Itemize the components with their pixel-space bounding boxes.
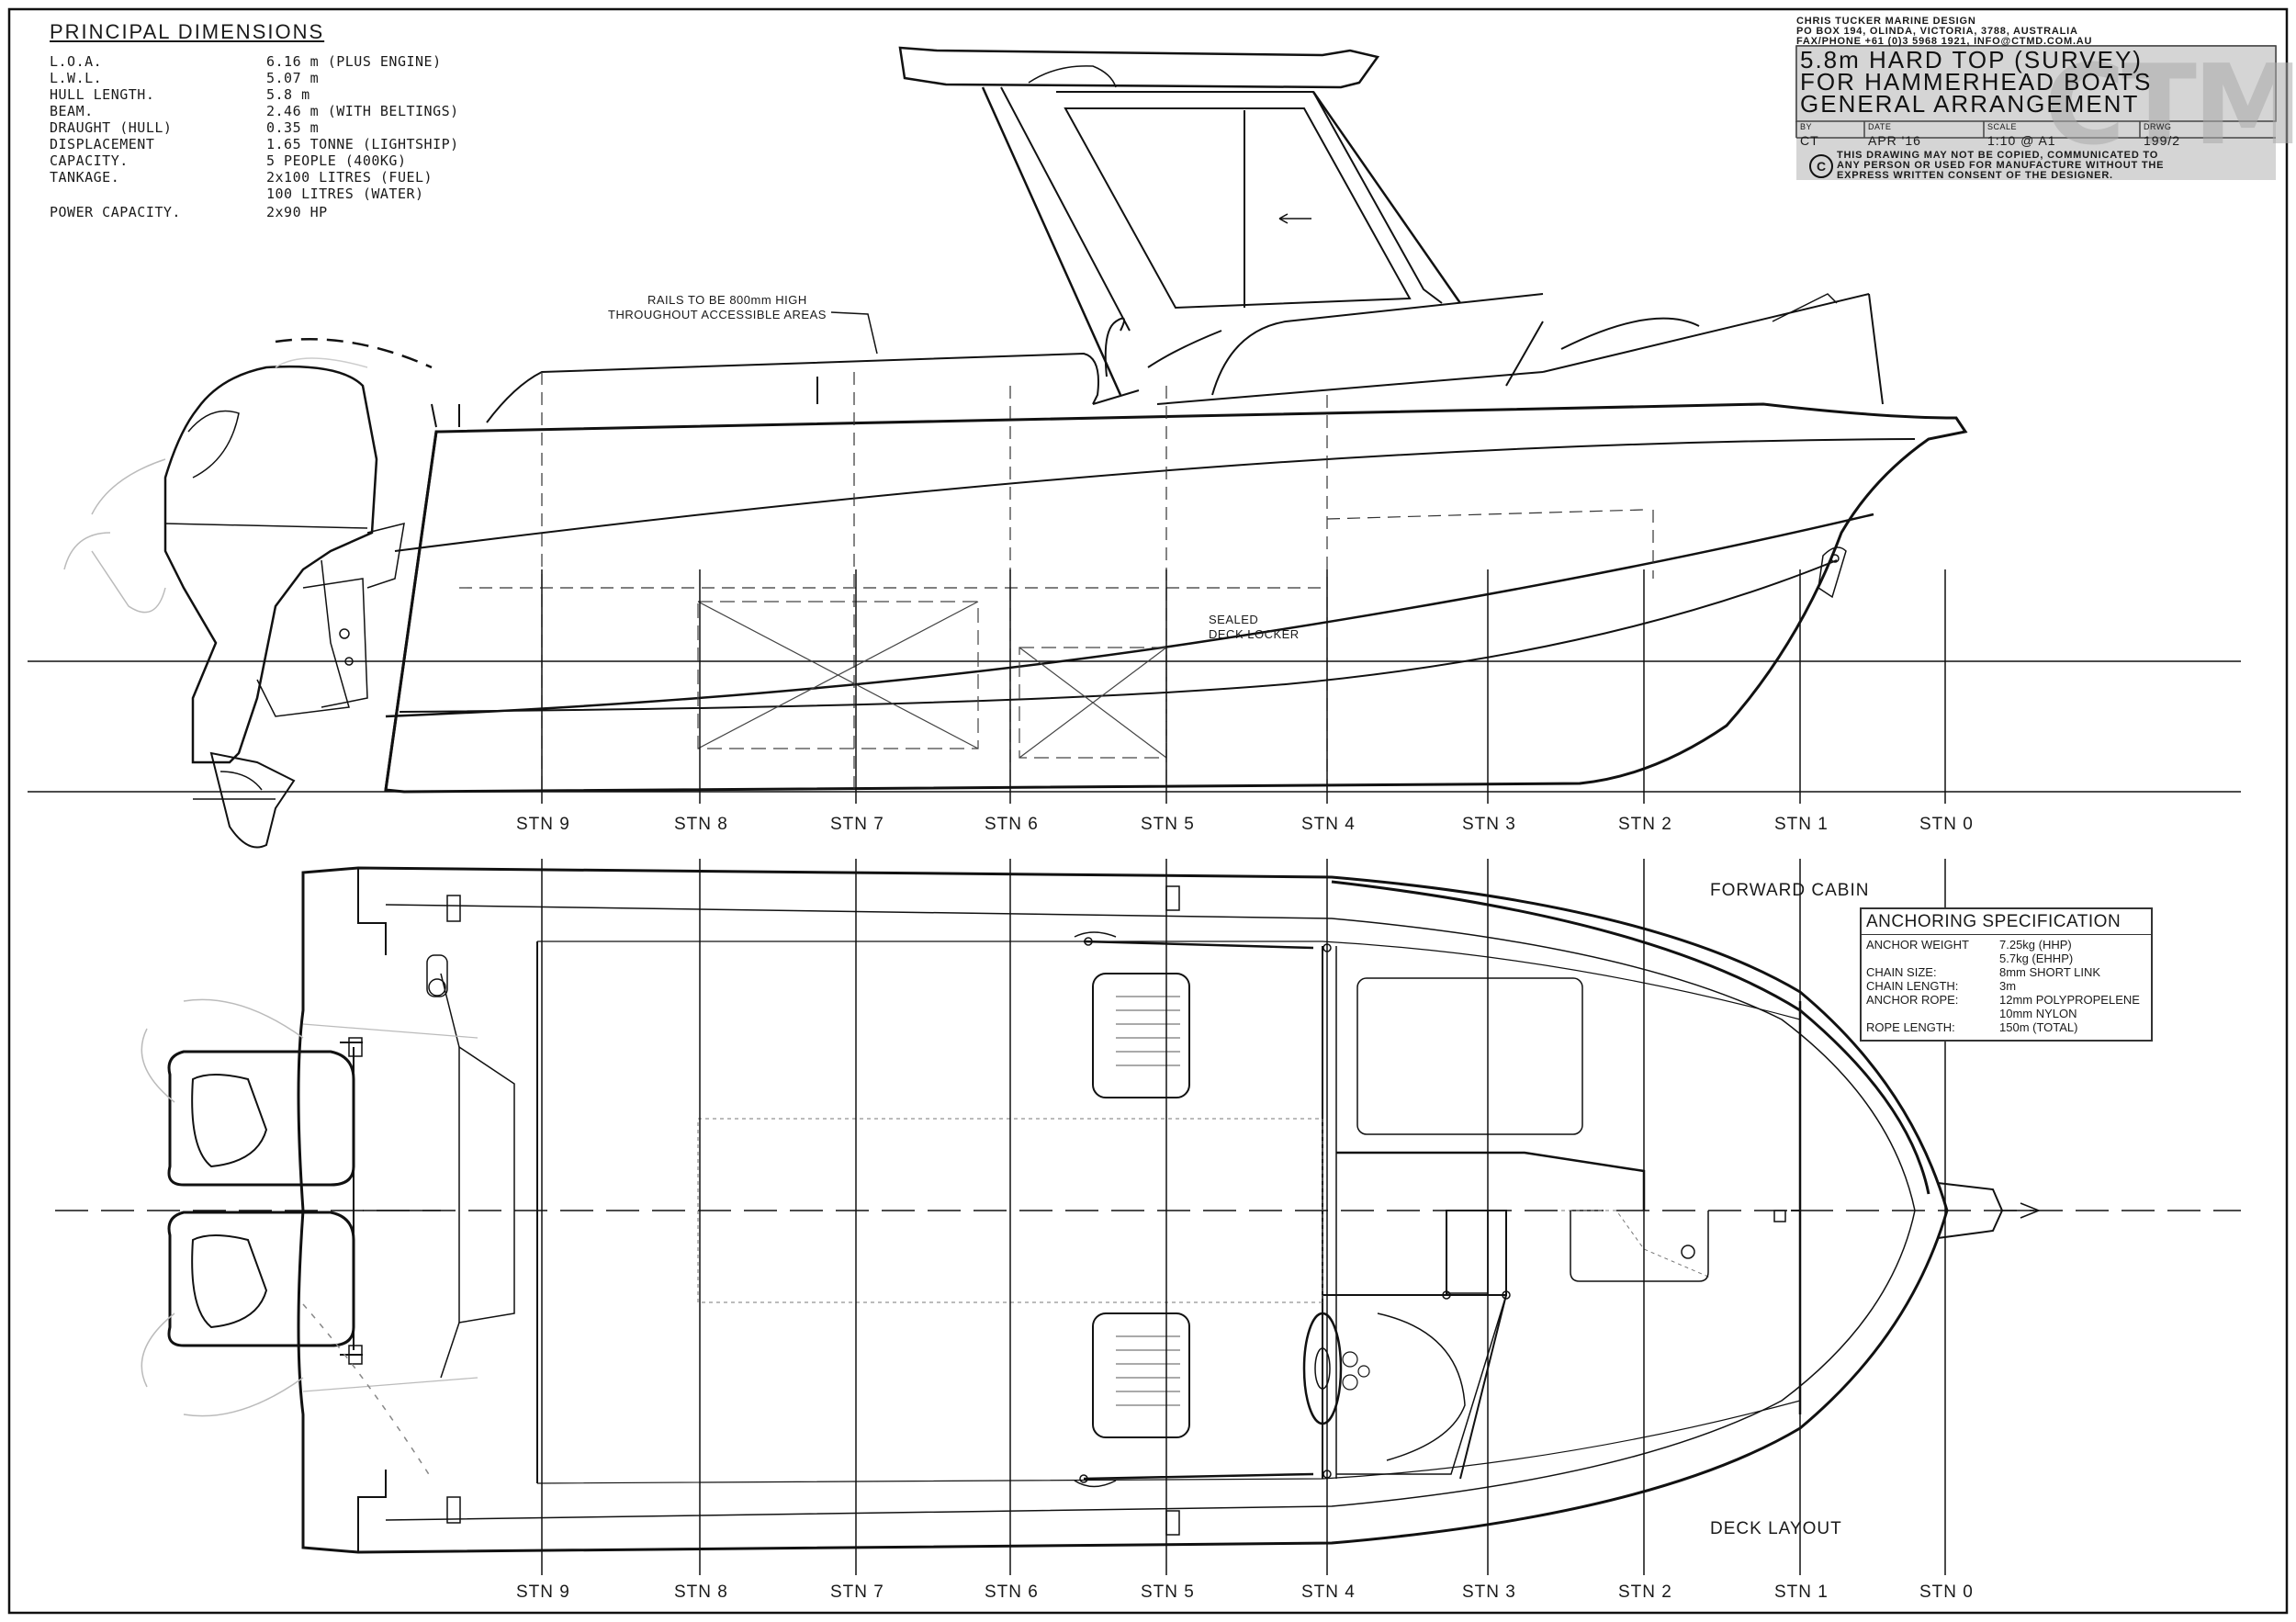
drawing-title-line-3: GENERAL ARRANGEMENT (1800, 90, 2140, 118)
dimension-label: TANKAGE. (50, 169, 120, 186)
drawing-title-line-2: FOR HAMMERHEAD BOATS (1800, 68, 2153, 96)
rails-leader (830, 311, 878, 355)
anchor-row-label: CHAIN SIZE: (1866, 965, 1937, 979)
ctmd-logo: CTMD (2044, 42, 2296, 170)
forward-cabin-label: FORWARD CABIN (1710, 881, 1870, 900)
dimension-value: 2x100 LITRES (FUEL) (266, 169, 433, 186)
dimension-value: 5 PEOPLE (400KG) (266, 152, 407, 169)
anchoring-title: ANCHORING SPECIFICATION (1866, 912, 2122, 931)
dimension-value: 100 LITRES (WATER) (266, 186, 424, 202)
field-label-scale: SCALE (1987, 122, 2018, 131)
rails-note-line-2: THROUGHOUT ACCESSIBLE AREAS (608, 308, 827, 321)
locker-note-line-2: DECK LOCKER (1209, 627, 1300, 641)
dimension-label: DISPLACEMENT (50, 136, 155, 152)
field-value-scale: 1:10 @ A1 (1987, 133, 2056, 148)
sheet-border (7, 7, 2289, 1615)
field-label-drwg: DRWG (2144, 122, 2172, 131)
dimension-label: L.O.A. (50, 53, 103, 70)
dimension-label: POWER CAPACITY. (50, 204, 181, 220)
station-label: STN 7 (830, 1583, 884, 1602)
anchor-row-label: ROPE LENGTH: (1866, 1020, 1955, 1034)
copyright-line-3: EXPRESS WRITTEN CONSENT OF THE DESIGNER. (1837, 170, 2113, 181)
dimension-value: 2.46 m (WITH BELTINGS) (266, 103, 459, 119)
locker-note-line-1: SEALED (1209, 613, 1259, 626)
station-label: STN 4 (1301, 1583, 1356, 1602)
rails-note-line-1: RAILS TO BE 800mm HIGH (647, 293, 807, 307)
company-name: CHRIS TUCKER MARINE DESIGN (1796, 16, 1976, 27)
anchor-row-label: CHAIN LENGTH: (1866, 979, 1959, 993)
company-address: PO BOX 194, OLINDA, VICTORIA, 3788, AUST… (1796, 26, 2078, 37)
title-block-frame (1795, 45, 2277, 139)
station-label: STN 7 (830, 815, 884, 834)
station-label: STN 8 (674, 815, 728, 834)
copyright-icon: C (1809, 154, 1833, 178)
station-label: STN 2 (1618, 1583, 1672, 1602)
station-lines (541, 569, 1946, 1575)
field-label-by: BY (1800, 122, 1813, 131)
station-label: STN 1 (1774, 1583, 1829, 1602)
station-label: STN 0 (1919, 1583, 1974, 1602)
principal-dimensions-title: PRINCIPAL DIMENSIONS (50, 20, 325, 43)
anchor-row-value: 7.25kg (HHP) (1999, 938, 2072, 952)
dimension-value: 5.07 m (266, 70, 320, 86)
anchor-row-label: ANCHOR WEIGHT (1866, 938, 1969, 952)
dimension-value: 1.65 TONNE (LIGHTSHIP) (266, 136, 459, 152)
dimension-value: 0.35 m (266, 119, 320, 136)
dimension-label: CAPACITY. (50, 152, 129, 169)
field-value-by: CT (1800, 133, 1819, 148)
anchor-row-value: 5.7kg (EHHP) (1999, 952, 2074, 965)
deck-plan-view (55, 866, 2241, 1554)
anchor-row-value: 10mm NYLON (1999, 1007, 2077, 1020)
field-label-date: DATE (1868, 122, 1892, 131)
dimension-value: 2x90 HP (266, 204, 328, 220)
copyright-line-1: THIS DRAWING MAY NOT BE COPIED, COMMUNIC… (1837, 150, 2159, 161)
station-label: STN 3 (1462, 1583, 1516, 1602)
copyright-line-2: ANY PERSON OR USED FOR MANUFACTURE WITHO… (1837, 160, 2165, 171)
drawing-title-line-1: 5.8m HARD TOP (SURVEY) (1800, 46, 2143, 73)
anchor-row-value: 8mm SHORT LINK (1999, 965, 2101, 979)
station-label: STN 8 (674, 1583, 728, 1602)
station-label: STN 3 (1462, 815, 1516, 834)
field-value-drwg: 199/2 (2144, 133, 2181, 148)
station-label: STN 5 (1141, 815, 1195, 834)
deck-layout-label: DECK LAYOUT (1710, 1519, 1842, 1538)
station-label: STN 9 (516, 1583, 570, 1602)
station-label: STN 0 (1919, 815, 1974, 834)
anchor-row-value: 3m (1999, 979, 2017, 993)
profile-view (28, 46, 2241, 849)
anchor-row-label: ANCHOR ROPE: (1866, 993, 1959, 1007)
station-label: STN 2 (1618, 815, 1672, 834)
anchor-row-value: 12mm POLYPROPELENE (1999, 993, 2140, 1007)
station-label: STN 5 (1141, 1583, 1195, 1602)
station-label: STN 1 (1774, 815, 1829, 834)
dimension-value: 6.16 m (PLUS ENGINE) (266, 53, 442, 70)
dimension-value: 5.8 m (266, 86, 310, 103)
station-label: STN 4 (1301, 815, 1356, 834)
company-contact: FAX/PHONE +61 (0)3 5968 1921, INFO@CTMD.… (1796, 36, 2093, 47)
anchoring-specification: ANCHORING SPECIFICATION ANCHOR WEIGHT 7.… (1860, 907, 2153, 1042)
title-block: CHRIS TUCKER MARINE DESIGN PO BOX 194, O… (1796, 16, 2296, 182)
title-block-shade (1796, 46, 2276, 180)
station-label: STN 6 (985, 1583, 1039, 1602)
field-value-date: APR '16 (1868, 133, 1921, 148)
dimension-label: L.W.L. (50, 70, 103, 86)
dimension-label: DRAUGHT (HULL) (50, 119, 173, 136)
anchor-row-value: 150m (TOTAL) (1999, 1020, 2078, 1034)
dimension-label: BEAM. (50, 103, 94, 119)
station-label: STN 6 (985, 815, 1039, 834)
dimension-label: HULL LENGTH. (50, 86, 155, 103)
station-label: STN 9 (516, 815, 570, 834)
